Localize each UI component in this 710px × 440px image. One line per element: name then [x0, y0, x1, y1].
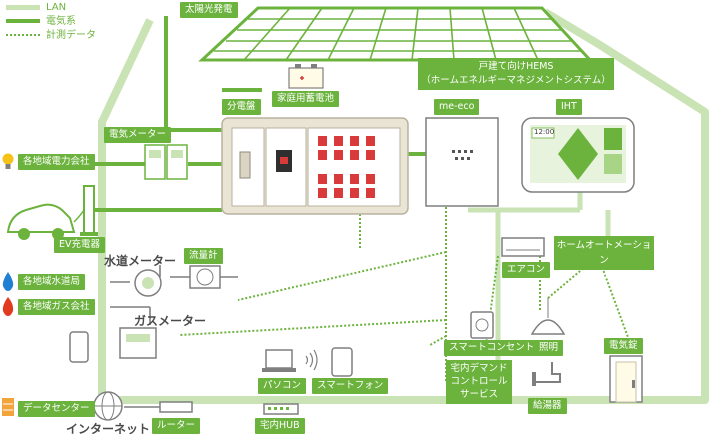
- legend-meter-data-label: 計測データ: [46, 30, 96, 41]
- legend-lan-label: LAN: [46, 2, 67, 13]
- label-water-heater: 給湯器: [528, 398, 567, 414]
- label-gas-meter: ガスメーター: [134, 314, 207, 328]
- router-icon: [159, 401, 193, 413]
- demand-control-line3: サービス: [459, 389, 498, 400]
- ceiling-lamp-icon: [530, 298, 566, 335]
- label-water-bureau: 各地域水道局: [18, 274, 86, 290]
- data-center-icon: [2, 398, 14, 416]
- legend-power-label: 電気系: [46, 16, 76, 27]
- mobile-phone-icon: [69, 331, 89, 363]
- smart-outlet-icon: [470, 311, 494, 339]
- label-panel: 分電盤: [222, 99, 261, 115]
- label-water-meter: 水道メーター: [104, 254, 177, 268]
- wifi-icon: [305, 349, 318, 371]
- label-gas-company: 各地域ガス会社: [18, 299, 95, 315]
- label-iht: IHT: [556, 99, 582, 115]
- legend-lan: LAN: [6, 2, 66, 14]
- label-ev-charger: EV充電器: [54, 237, 106, 253]
- label-hub: 宅内HUB: [255, 418, 305, 434]
- home-automation-box: ホームオートメーション サービス: [554, 236, 654, 281]
- ev-charger-icon: [80, 185, 98, 236]
- flow-meter-icon: [189, 265, 221, 289]
- label-data-center: データセンター: [18, 401, 95, 417]
- legend-power-swatch: [6, 19, 40, 23]
- gas-flame-icon: [2, 297, 14, 316]
- label-solar: 太陽光発電: [180, 2, 238, 18]
- iht-screen-clock: 12:00: [534, 128, 555, 136]
- solar-panel: [198, 6, 594, 62]
- demand-control-box: 宅内デマンド コントロール サービス: [446, 360, 512, 404]
- demand-control-line1: 宅内デマンド: [450, 363, 508, 374]
- gas-meter-icon: [119, 327, 157, 359]
- hems-title-box: 戸建て向けHEMS （ホームエネルギーマネジメントシステム）: [418, 58, 614, 90]
- water-drop-icon: [2, 272, 14, 291]
- label-smartphone: スマートフォン: [312, 378, 389, 394]
- ev-car-icon: [6, 203, 85, 240]
- label-electric-lock: 電気錠: [604, 338, 643, 354]
- label-internet: インターネット: [66, 422, 151, 436]
- label-power-company: 各地域電力会社: [18, 154, 95, 170]
- home-automation-line2: サービス: [584, 270, 623, 281]
- home-automation-line1: ホームオートメーション: [556, 240, 652, 266]
- battery-icon: [288, 64, 324, 89]
- label-flow-meter: 流量計: [184, 248, 223, 264]
- electric-meter-icon: [144, 144, 188, 180]
- demand-control-line2: コントロール: [450, 376, 508, 387]
- power-company-bulb-icon: [2, 153, 14, 169]
- label-lighting: 照明: [534, 340, 564, 356]
- distribution-panel-icon: [221, 117, 409, 215]
- label-battery: 家庭用蓄電池: [272, 91, 340, 107]
- label-pc: パソコン: [258, 378, 307, 394]
- aircon-icon: [501, 237, 545, 257]
- legend-meter-data: 計測データ: [6, 30, 96, 42]
- smartphone-icon: [331, 347, 353, 377]
- pc-icon: [262, 349, 296, 372]
- label-me-eco: me-eco: [434, 99, 480, 115]
- label-power-meter: 電気メーター: [104, 127, 172, 143]
- internet-globe-icon: [93, 391, 123, 421]
- legend-power: 電気系: [6, 16, 76, 28]
- legend-lan-swatch: [6, 4, 40, 10]
- me-eco-device-icon: [425, 117, 499, 207]
- hems-title-line1: 戸建て向けHEMS: [478, 61, 554, 72]
- label-smart-outlet: スマートコンセント: [444, 340, 540, 356]
- iht-tablet-icon: [521, 117, 635, 193]
- house-outline: [98, 8, 709, 404]
- hub-icon: [263, 403, 299, 415]
- label-aircon: エアコン: [502, 262, 551, 278]
- water-heater-faucet-icon: [532, 362, 561, 386]
- legend-meter-data-swatch: [6, 34, 40, 36]
- hems-title-line2: （ホームエネルギーマネジメントシステム）: [421, 75, 611, 86]
- water-meter-icon: [134, 269, 162, 297]
- label-router: ルーター: [152, 418, 201, 434]
- electric-lock-door-icon: [609, 355, 643, 403]
